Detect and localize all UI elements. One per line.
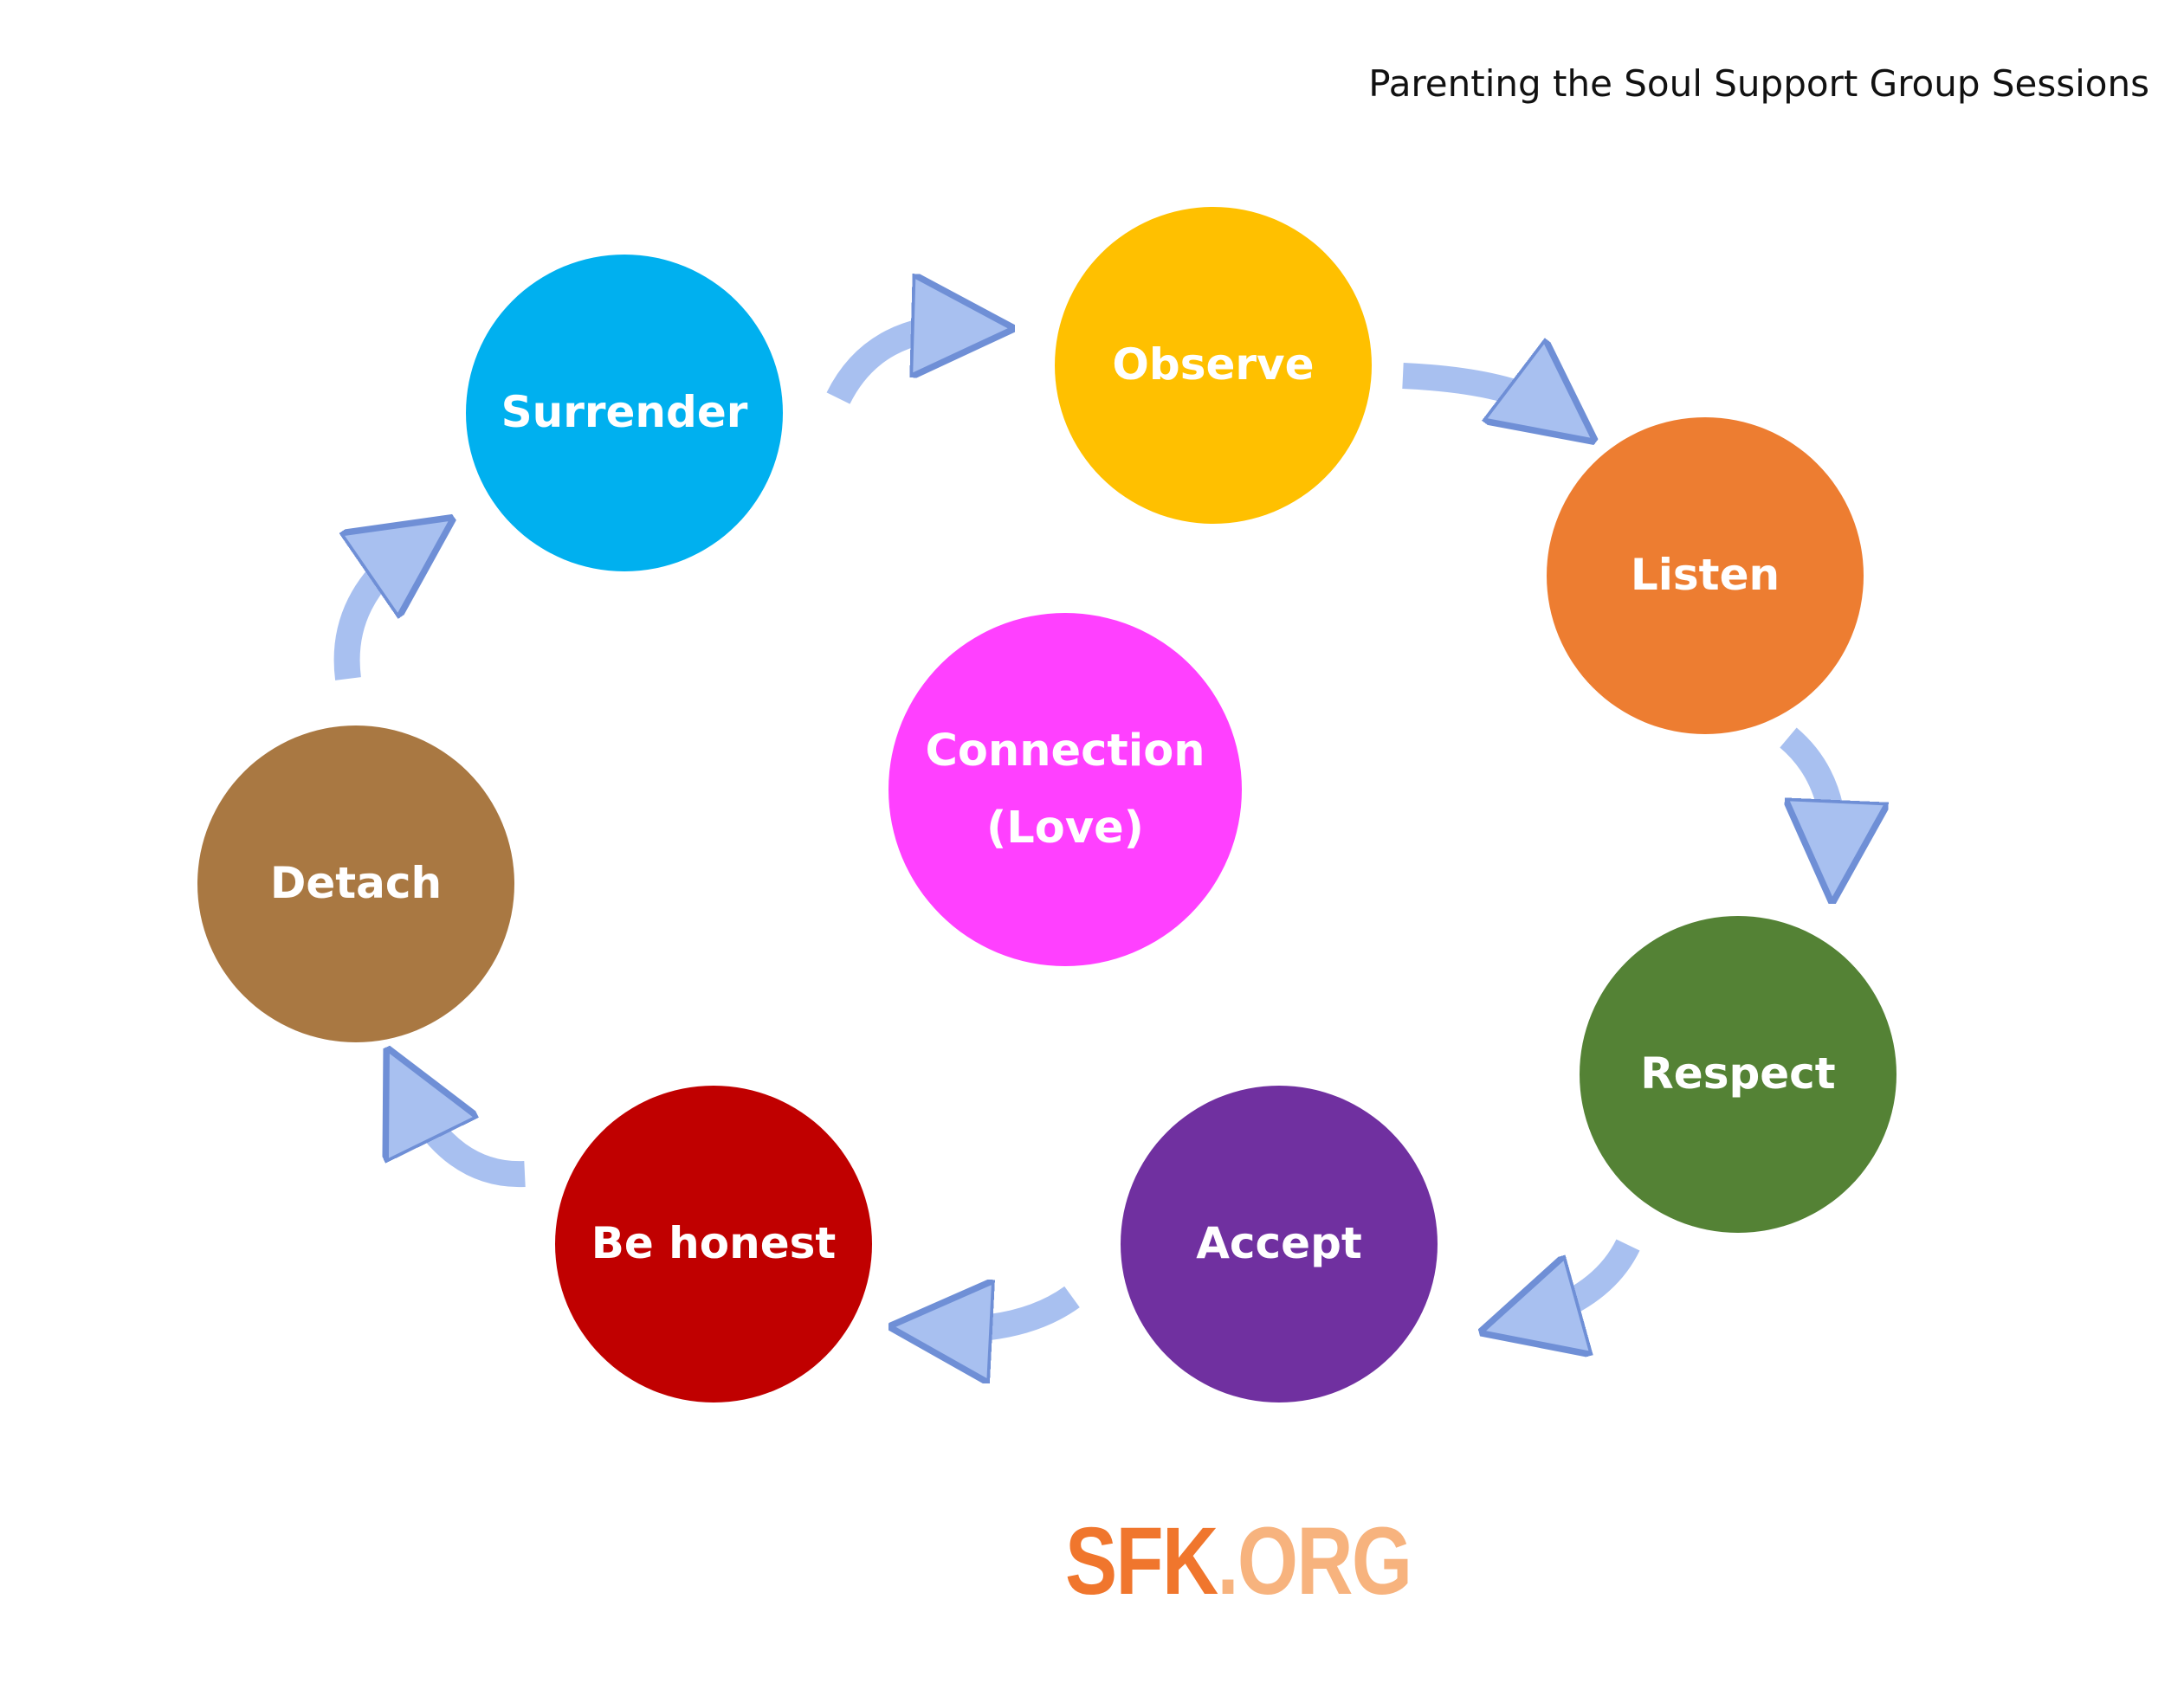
center-label-line2: (Love) <box>986 803 1144 854</box>
step-observe-label: Observe <box>1112 339 1315 390</box>
step-listen-label: Listen <box>1630 550 1780 601</box>
step-detach: Detach <box>197 725 514 1042</box>
center-label-line1: Connection <box>925 725 1205 777</box>
arrow-respect-to-accept <box>1524 1239 1640 1320</box>
step-surrender: Surrender <box>466 255 783 571</box>
step-be-honest: Be honest <box>555 1086 872 1402</box>
step-surrender-label: Surrender <box>501 387 748 438</box>
arrow-be-honest-to-detach <box>407 1089 526 1188</box>
arrow-surrender-to-observe <box>826 327 968 404</box>
step-respect: Respect <box>1580 916 1896 1233</box>
step-detach-label: Detach <box>269 858 443 909</box>
logo-part1: SFK <box>1065 1508 1218 1615</box>
step-be-honest-label: Be honest <box>591 1218 837 1269</box>
step-accept: Accept <box>1121 1086 1438 1402</box>
arrow-accept-to-be-honest <box>935 1297 1080 1330</box>
step-observe: Observe <box>1055 207 1372 524</box>
center-connection: Connection (Love) <box>888 613 1242 966</box>
sfk-logo: SFK.ORG <box>1065 1506 1412 1616</box>
logo-part2: .ORG <box>1217 1508 1412 1615</box>
arrow-observe-to-listen <box>1402 376 1559 414</box>
header-title: Parenting the Soul Support Group Session… <box>1368 62 2149 105</box>
arrow-listen-to-respect <box>1780 727 1834 857</box>
step-accept-label: Accept <box>1196 1218 1362 1269</box>
arrow-detach-to-surrender <box>333 544 416 680</box>
step-respect-label: Respect <box>1640 1048 1836 1099</box>
step-listen: Listen <box>1547 417 1864 734</box>
